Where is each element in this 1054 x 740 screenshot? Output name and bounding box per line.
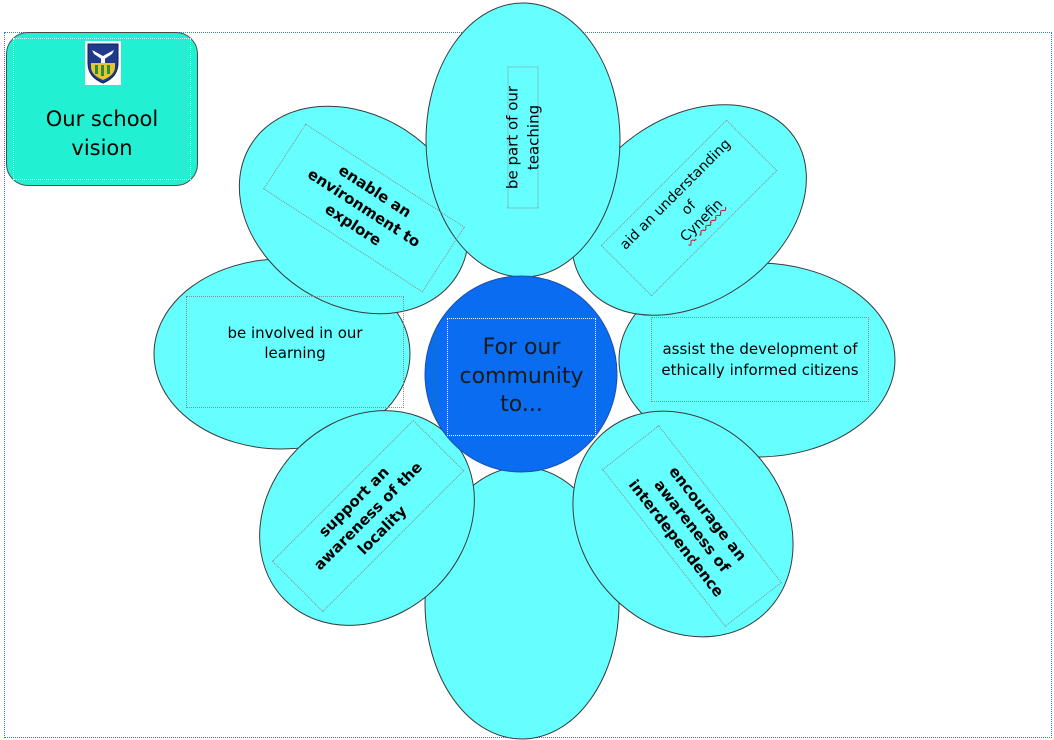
- petal-top-label: be part of our teaching: [503, 85, 542, 190]
- petal-top-left: [238, 105, 470, 315]
- petal-right-text: assist the development of ethically info…: [651, 317, 869, 402]
- flower-center: [424, 275, 618, 473]
- petal-top-text: be part of our teaching: [504, 66, 542, 209]
- petal-bottom-text: [450, 560, 594, 640]
- petal-top-right: [571, 104, 807, 316]
- petal-bottom-right: [572, 410, 794, 638]
- petal-right-label: assist the development of ethically info…: [661, 340, 859, 379]
- center-text: For our community to...: [447, 318, 596, 436]
- petal-left-text: be involved in our learning: [186, 296, 404, 408]
- school-vision-inner: [13, 38, 191, 180]
- center-label: For our community to...: [459, 335, 584, 418]
- school-vision-title: Our school vision: [45, 107, 159, 161]
- school-vision-box: Our school vision: [6, 32, 198, 186]
- school-crest-icon: [85, 41, 121, 85]
- petal-left-label: be involved in our learning: [227, 324, 363, 363]
